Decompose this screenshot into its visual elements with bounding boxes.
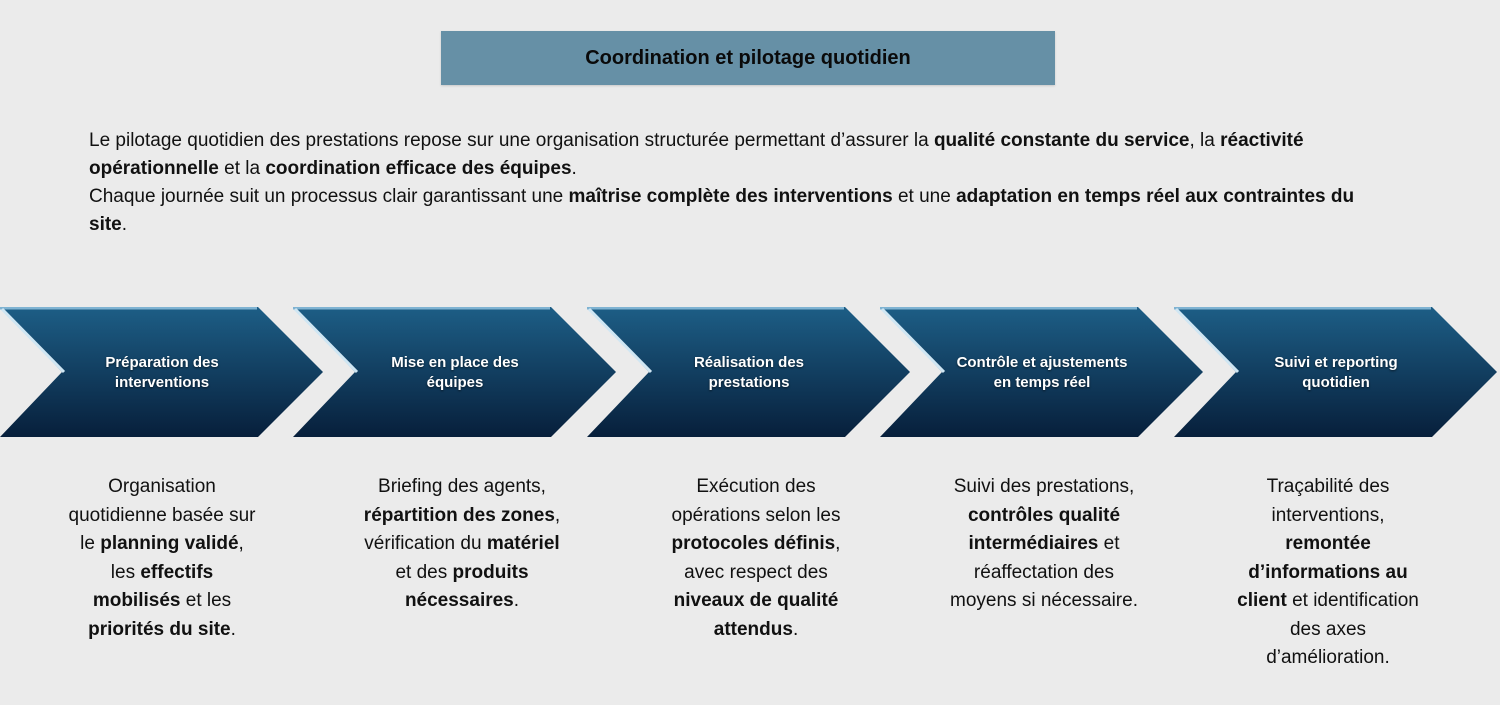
bold-text: produits nécessaires [404, 561, 529, 612]
bold-text: réactivité opérationnelle [89, 130, 1304, 179]
text: . [792, 618, 799, 640]
step-label: Mise en place des équipes [391, 353, 519, 391]
text: , les [110, 533, 244, 583]
intro-paragraph: Le pilotage quotidien des prestations re… [89, 127, 1389, 183]
bold-text: répartition des zones [363, 504, 555, 526]
intro-paragraph: Chaque journée suit un processus clair g… [89, 183, 1389, 239]
bold-text: coordination efficace des équipes [265, 158, 572, 179]
bold-text: priorités du site [88, 618, 231, 640]
step-label: Réalisation des prestations [693, 353, 805, 391]
text: Chaque journée suit un processus clair g… [89, 186, 569, 207]
chevron-shape [880, 307, 1203, 437]
chevron-shape [0, 307, 323, 437]
step-description: Organisation quotidienne basée sur le pl… [67, 473, 257, 644]
bold-text: remontée d’informations au client [1237, 533, 1408, 611]
chevron-shape [587, 307, 910, 437]
chevron-shape [293, 307, 616, 437]
step-chevron: Mise en place des équipes [293, 307, 617, 438]
bold-text: matériel [486, 533, 560, 554]
text: . [571, 158, 577, 179]
text: et une [892, 186, 957, 207]
text: et des [395, 561, 453, 583]
text: et la [218, 158, 266, 179]
step-description: Traçabilité des interventions, remontée … [1228, 473, 1428, 673]
bold-text: contrôles qualité intermédiaires [967, 504, 1121, 555]
step-description: Briefing des agents, répartition des zon… [362, 473, 562, 616]
bold-text: niveaux de qualité attendus [673, 590, 839, 640]
step-label: Contrôle et ajustements en temps réel [956, 353, 1128, 391]
step-chevron: Réalisation des prestations [587, 307, 911, 438]
text: , vérification du [364, 504, 561, 555]
step-description: Suivi des prestations, contrôles qualité… [949, 473, 1139, 616]
step-chevron: Préparation des interventions [0, 307, 324, 438]
text: Organisation quotidienne basée sur le [68, 476, 256, 554]
step-chevron: Contrôle et ajustements en temps réel [880, 307, 1204, 438]
chevron-shape [1174, 307, 1497, 437]
bold-text: planning validé [100, 533, 239, 554]
text: . [513, 590, 520, 611]
text: Exécution des opérations selon les [671, 476, 841, 526]
bold-text: adaptation en temps réel aux contraintes… [89, 186, 1355, 235]
text: et réaffectation des moyens si nécessair… [950, 533, 1138, 611]
text: , la [1189, 130, 1221, 151]
bold-text: qualité constante du service [933, 130, 1190, 151]
page-title: Coordination et pilotage quotidien [441, 31, 1055, 85]
text: . [230, 618, 236, 640]
step-description: Exécution des opérations selon les proto… [656, 473, 856, 644]
intro-text: Le pilotage quotidien des prestations re… [89, 127, 1389, 239]
text: , avec respect des [684, 533, 841, 583]
text: . [121, 214, 128, 235]
text: Briefing des agents, [378, 476, 546, 497]
text: et les [180, 590, 232, 611]
text: Le pilotage quotidien des prestations re… [89, 130, 934, 151]
text: et identification des axes d’amélioratio… [1266, 590, 1419, 668]
bold-text: effectifs mobilisés [92, 561, 214, 612]
step-label: Préparation des interventions [105, 353, 219, 391]
bold-text: protocoles définis [671, 533, 836, 554]
bold-text: maîtrise complète des interventions [568, 186, 893, 207]
title-text: Coordination et pilotage quotidien [585, 46, 911, 69]
text: Traçabilité des interventions, [1266, 476, 1390, 526]
text: Suivi des prestations, [953, 476, 1135, 497]
step-chevron: Suivi et reporting quotidien [1174, 307, 1498, 438]
step-label: Suivi et reporting quotidien [1274, 353, 1398, 391]
